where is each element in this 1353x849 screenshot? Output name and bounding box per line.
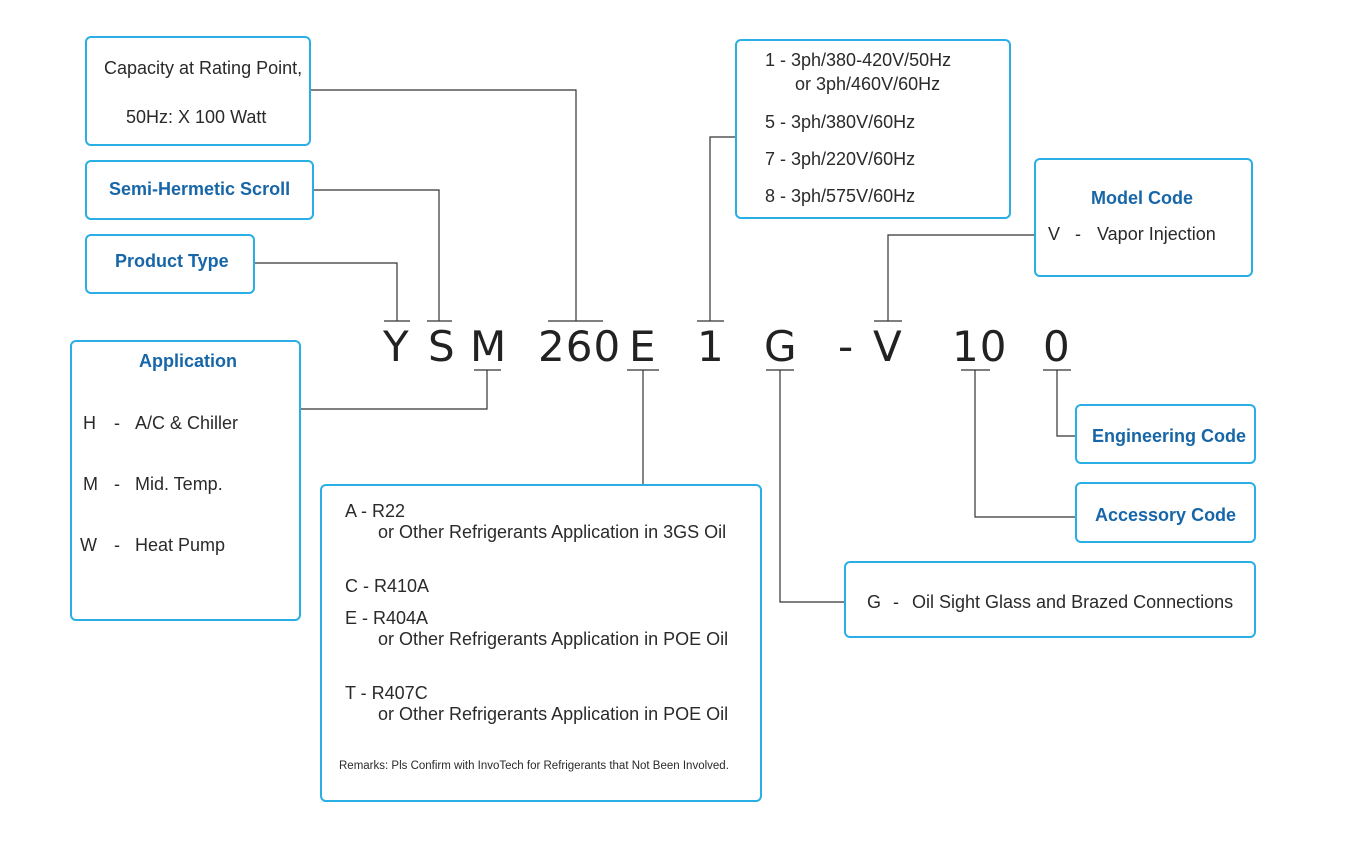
connector-oil-sight [779, 370, 846, 603]
model-code-title: Model Code [1091, 188, 1193, 208]
application-title: Application [139, 351, 237, 371]
application-code-w: W [80, 535, 97, 555]
code-char-260: 260 [538, 322, 622, 371]
oil-sight-box [844, 561, 1256, 638]
model-code-box [1034, 158, 1253, 277]
application-code-h: H [83, 413, 96, 433]
engineering-code-title: Engineering Code [1092, 426, 1247, 446]
connector-capacity [310, 89, 577, 321]
code-char-m: M [470, 322, 508, 371]
code-char-y: Y [383, 322, 410, 371]
product-type-box [85, 234, 255, 294]
semi-hermetic-box [85, 160, 314, 220]
voltage-item-7: 7 - 3ph/220V/60Hz [765, 149, 916, 169]
refrigerant-item-t-note: or Other Refrigerants Application in POE… [378, 704, 729, 724]
code-char-s: S [428, 322, 456, 371]
application-label-m: Mid. Temp. [135, 474, 223, 494]
code-char-1: 1 [697, 322, 725, 371]
model-code-dash: - [1075, 224, 1081, 244]
application-dash-m: - [114, 474, 120, 494]
connector-product-type [254, 262, 398, 321]
connector-engineering [1056, 370, 1077, 437]
oil-sight-label: Oil Sight Glass and Brazed Connections [912, 592, 1234, 612]
application-code-m: M [83, 474, 98, 494]
voltage-item-5: 5 - 3ph/380V/60Hz [765, 112, 916, 132]
application-dash-w: - [114, 535, 120, 555]
product-type-title: Product Type [115, 251, 229, 271]
voltage-item-1-alt: or 3ph/460V/60Hz [795, 74, 941, 94]
code-char-0: 0 [1043, 322, 1071, 371]
application-label-w: Heat Pump [135, 535, 226, 555]
connector-model-code [887, 234, 1035, 321]
connector-semi-hermetic [313, 189, 440, 321]
oil-sight-code: G [867, 592, 882, 612]
accessory-code-box [1075, 482, 1256, 543]
refrigerant-item-t: T - R407C [345, 683, 428, 703]
refrigerant-item-a: A - R22 [345, 501, 406, 521]
refrigerant-item-c: C - R410A [345, 576, 430, 596]
application-box [70, 340, 301, 621]
refrigerant-remarks: Remarks: Pls Confirm with InvoTech for R… [339, 760, 729, 772]
voltage-item-8: 8 - 3ph/575V/60Hz [765, 186, 916, 206]
connector-accessory [974, 370, 1077, 518]
refrigerant-box [320, 484, 762, 802]
refrigerant-item-e-note: or Other Refrigerants Application in POE… [378, 629, 729, 649]
code-char-g: G [764, 322, 798, 371]
oil-sight-dash: - [893, 592, 899, 612]
code-char-v: V [873, 322, 903, 371]
code-char-dash: - [838, 322, 855, 371]
code-char-10: 10 [952, 322, 1008, 371]
code-char-e: E [629, 322, 657, 371]
connector-voltage [709, 136, 737, 321]
refrigerant-item-e: E - R404A [345, 608, 429, 628]
capacity-line2: 50Hz: X 100 Watt [126, 107, 267, 127]
model-code-label: Vapor Injection [1097, 224, 1216, 244]
model-code-v: V [1048, 224, 1061, 244]
voltage-box [735, 39, 1011, 219]
accessory-code-title: Accessory Code [1095, 505, 1237, 525]
refrigerant-item-a-note: or Other Refrigerants Application in 3GS… [378, 522, 727, 542]
application-label-h: A/C & Chiller [135, 413, 239, 433]
application-dash-h: - [114, 413, 120, 433]
voltage-item-1: 1 - 3ph/380-420V/50Hz [765, 50, 952, 70]
connector-application [300, 370, 488, 410]
capacity-box [85, 36, 311, 146]
capacity-line1: Capacity at Rating Point, [104, 58, 303, 78]
semi-hermetic-title: Semi-Hermetic Scroll [109, 179, 291, 199]
engineering-code-box [1075, 404, 1256, 464]
